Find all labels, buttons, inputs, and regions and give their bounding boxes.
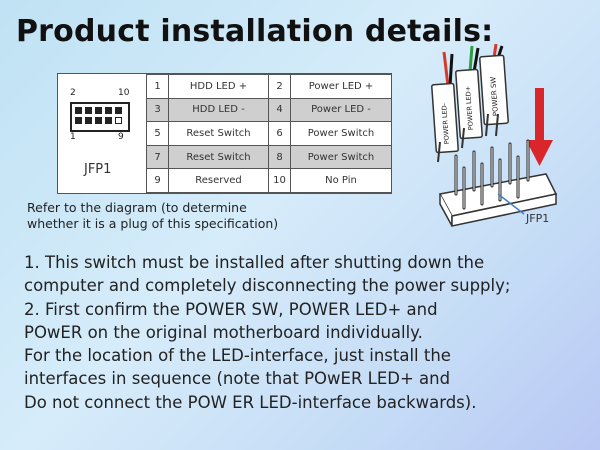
pin-number: 10 [268,168,291,193]
pin-number-bottom-right: 9 [118,132,124,142]
pin-function: Reset Switch [168,121,269,146]
installation-instructions: 1. This switch must be installed after s… [24,251,594,414]
instruction-line-2: computer and completely disconnecting th… [24,276,511,296]
pointer-line [497,193,525,215]
illustration-header-label: JFP1 [525,212,549,225]
page-title: Product installation details: [16,14,494,49]
pin-number: 3 [146,97,169,123]
pin-function: Power LED - [290,97,392,123]
pin-number: 4 [268,97,291,123]
pin-number: 9 [146,168,169,193]
plug-label-2: POWER LED+ [464,86,475,131]
pin-function: Power Switch [290,144,392,170]
plug-label-1: POWER LED- [440,102,451,144]
pin-header-icon [70,102,130,132]
instruction-line-5: For the location of the LED-interface, j… [24,346,451,366]
pin-function: No Pin [290,168,392,193]
plug-power-sw-icon [479,54,509,137]
plug-label-3: POWER SW [489,76,500,116]
pin-number: 6 [268,121,291,146]
green-wire-icon [468,45,474,73]
caption-line-2: whether it is a plug of this specificati… [27,216,279,231]
instruction-line-7: Do not connect the POW ER LED-interface … [24,392,477,412]
pin-function: Power Switch [290,121,392,146]
red-wire-icon [442,51,450,87]
pin-function: HDD LED - [168,97,269,123]
pin-number-top-right: 10 [118,88,130,98]
instruction-line-6: interfaces in sequence (note that POwER … [24,369,451,389]
pin-header-icon [438,139,558,227]
black-wire-icon [448,53,454,87]
plug-power-led-minus-icon [431,82,459,163]
instruction-line-4: POwER on the original motherboard indivi… [24,322,423,342]
pin-number: 7 [146,144,169,170]
pin-number: 8 [268,144,291,170]
pin-function: Reset Switch [168,144,269,170]
caption-line-1: Refer to the diagram (to determine [27,200,247,215]
connector-illustration: POWER LED- POWER LED+ POWER SW [431,44,558,227]
pin-number-top-left: 2 [70,88,76,98]
diagram-caption: Refer to the diagram (to determine wheth… [27,200,327,232]
pin-number-bottom-left: 1 [70,132,76,142]
instruction-line-1: 1. This switch must be installed after s… [24,253,485,272]
pin-number: 5 [146,121,169,146]
pin-number: 2 [268,74,291,99]
pin-number: 1 [146,74,169,99]
header-label: JFP1 [84,162,112,177]
pin-function: HDD LED + [168,74,269,99]
instruction-line-3: 2. First confirm the POWER SW, POWER LED… [24,299,438,319]
connector-schematic: 2 10 1 9 JFP1 [58,74,147,193]
insert-arrow-icon [526,88,553,166]
pin-function: Reserved [168,168,269,193]
plug-power-led-plus-icon [455,68,483,149]
pin-function: Power LED + [290,74,392,99]
